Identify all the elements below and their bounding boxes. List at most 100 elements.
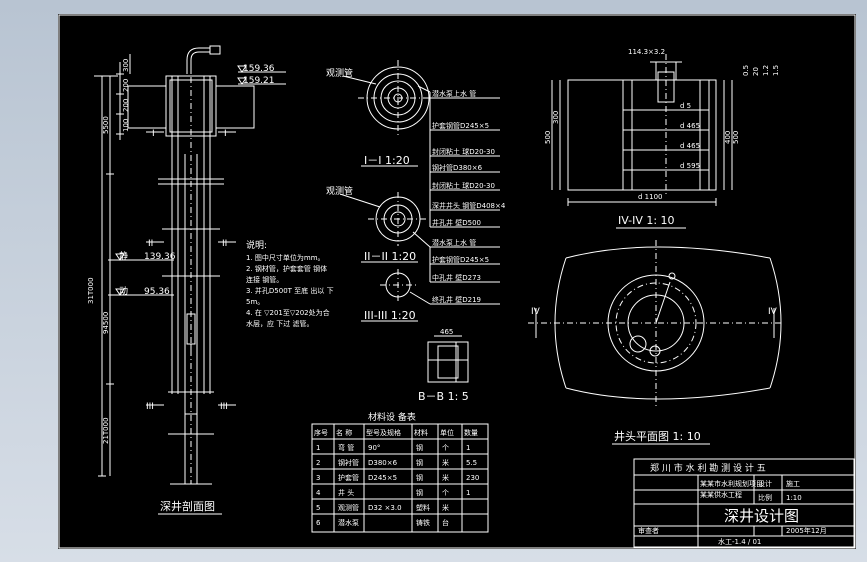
section-iv [551,54,733,206]
iv-inner-label: d 5 [680,102,691,110]
note-line: 5m。 [246,298,264,306]
note-line: 水层，应 下过 滤管。 [246,319,313,328]
cut-mark-iii-right: III [220,402,228,412]
leader-label: 护套钢管D245×5 [432,121,489,130]
iv-top-right: 20 [752,67,760,76]
design-notes: 说明: 1. 图中尺寸单位为mm。 2. 钢材管，护套套管 钢体 连接 钢管。 … [246,239,334,328]
notes-title: 说明: [246,239,267,251]
table-cell: 弯 管 [338,443,354,452]
table-cell: 5.5 [466,459,477,467]
table-cell: 米 [442,473,449,482]
table-cell: 90° [368,444,380,452]
leader-label: 井孔井 壁D500 [432,218,481,227]
table-cell: 1 [316,444,320,452]
table-cell: 观测管 [338,503,359,512]
table-cell: 4 [316,489,321,497]
sheet-border [58,14,856,549]
dim-21000: 21T000 [102,417,110,444]
table-cell: D32 ×3.0 [368,504,402,512]
table-header-cell: 型号及规格 [366,428,401,437]
table-cell: 铸铁 [416,518,430,527]
detail-dim: 465 [440,328,453,336]
table-cell: 米 [442,458,449,467]
note-line: 1. 图中尺寸单位为mm。 [246,253,325,262]
drawing-canvas: 159.36 159.21 静 139.36 动 95.36 I I II II… [58,14,856,549]
title-block [633,458,855,548]
table-cell: 钢 [416,443,423,452]
project-line-2: 某某供水工程 [700,490,742,499]
project-line-1: 某某市水利规划项目 [700,479,763,488]
cut-mark-iii-left: III [146,402,154,412]
table-header-cell: 数量 [464,428,478,437]
table-cell: 钢 [416,458,423,467]
section-i-title: I－I 1:20 [364,154,410,167]
dim-94500: 94500 [102,312,110,334]
table-cell: 钢 [416,473,423,482]
table-cell: 井 头 [338,488,354,497]
table-cell: 钢 [416,488,423,497]
dynamic-water-level: 95.36 [144,287,170,297]
table-cell: 1 [466,444,470,452]
iv-top-right: 1.5 [772,65,780,76]
stage-value: 施工 [786,479,800,488]
drawing-number: 水工-1.4 / 01 [718,537,761,546]
leader-label: 封闭粘土 球D20-30 [432,147,495,156]
table-title: 材料设 备表 [368,411,416,423]
iv-dim-left: 300 [552,111,560,124]
table-cell: 钢衬管 [338,458,359,467]
table-cell: D380×6 [368,459,398,467]
static-water-level: 139.36 [144,252,176,262]
elevation-1: 159.36 [243,64,275,74]
leader-label: 深井井头 钢管D408×4 [432,201,506,210]
table-cell: 3 [316,474,320,482]
dim-31000: 31T000 [87,277,95,304]
table-cell: 1 [466,489,470,497]
obs-pipe-label-1: 观测管 [326,67,353,79]
table-header-cell: 序号 [314,428,328,437]
elevation-2: 159.21 [243,76,275,86]
static-label: 静 [119,250,128,262]
dim-5500: 5500 [102,116,110,134]
cut-mark-i-right: I [224,129,227,139]
scale-value: 1:10 [786,494,802,502]
table-header-cell: 材料 [414,428,428,437]
leader-label: 潜水泵上水 管 [432,238,476,247]
iv-dim-bottom: d 1100 [638,193,662,201]
detail-title: B－B 1: 5 [418,390,469,403]
scale-label: 比例 [758,493,772,502]
table-cell: 护套管 [338,473,359,482]
dim-top-4: 100 [122,119,130,132]
materials-table [311,423,489,533]
iv-top-right: 1.2 [762,65,770,76]
leader-label: 终孔井 壁D219 [432,295,481,304]
iv-top-label: 114.3×3.2 [628,48,665,56]
iv-title: IV-IV 1: 10 [618,214,675,227]
leader-label: 中孔井 壁D273 [432,273,481,282]
iv-top-right: 0.5 [742,65,750,76]
well-section [94,45,286,485]
table-cell: 台 [442,518,449,527]
well-head-plan [528,240,782,408]
dynamic-label: 动 [119,286,128,297]
table-cell: 5 [316,504,320,512]
institute-name: 郑 川 市 水 利 勘 测 设 计 五 [650,462,766,474]
dim-top-2: 200 [122,79,130,92]
note-line: 2. 钢材管，护套套管 钢体 [246,264,327,273]
obs-pipe-label-2: 观测管 [326,185,353,197]
table-header-cell: 单位 [440,428,454,437]
dim-top-3: 200 [122,99,130,112]
drawing-title: 深井设计图 [724,507,799,525]
iv-dim-right: 500 [732,131,740,144]
cut-mark-ii-left: II [148,239,153,249]
table-cell: 个 [442,489,449,497]
stage-label: 设计 [758,479,772,488]
date-value: 2005年12月 [786,526,827,535]
dim-top-1: 300 [122,59,130,72]
leader-label: 钢衬管D380×6 [432,163,483,172]
iv-inner-label: d 595 [680,162,700,170]
leader-label: 潜水泵上水 管 [432,89,476,98]
table-cell: 潜水泵 [338,518,359,527]
iv-inner-label: d 465 [680,122,700,130]
